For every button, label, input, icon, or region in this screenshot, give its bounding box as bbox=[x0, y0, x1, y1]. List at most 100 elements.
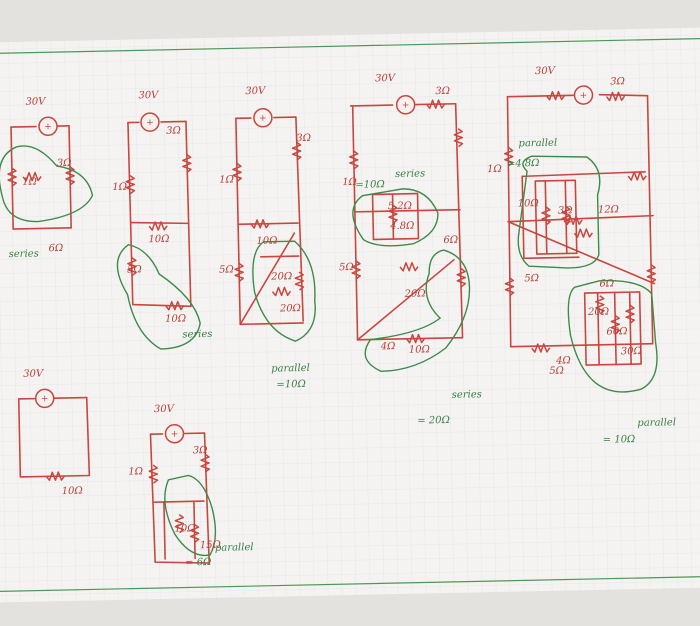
wire-50 bbox=[17, 396, 91, 478]
voltage-sources: +++++++ bbox=[34, 85, 594, 444]
label-c2-r10: 10Ω bbox=[409, 344, 430, 355]
label-c1-r30: 30Ω bbox=[621, 346, 642, 357]
source-plus-sign: + bbox=[171, 430, 179, 440]
label-c2-r4: 4Ω bbox=[380, 341, 396, 352]
resistor-2 bbox=[503, 147, 514, 167]
label-c7-source: 30V bbox=[23, 368, 45, 379]
label-c1-r4: 4Ω bbox=[555, 355, 571, 366]
label-c2-r3: 3Ω bbox=[435, 86, 450, 97]
wire-49 bbox=[52, 396, 88, 400]
resistor-18 bbox=[456, 268, 467, 288]
resistor-8 bbox=[627, 171, 647, 181]
voltage-source-6: + bbox=[34, 388, 55, 409]
wire-12 bbox=[583, 291, 642, 366]
wire-37 bbox=[10, 125, 37, 128]
wire-13 bbox=[596, 292, 600, 366]
labels: 30V 3Ω 1Ω 5Ω 5Ω 6Ω 3Ω 12Ω 20Ω 60Ω 30Ω 4Ω 10Ω parallel… bbox=[9, 66, 677, 569]
label-c1-r12: 12Ω bbox=[598, 204, 619, 215]
resistor-21 bbox=[388, 204, 398, 224]
label-c1-r3b: 3Ω bbox=[558, 205, 573, 216]
green-loop-7 bbox=[164, 474, 217, 557]
wire-9 bbox=[534, 179, 578, 255]
label-c2-r5: 5Ω bbox=[339, 262, 354, 273]
resistor-26 bbox=[271, 286, 292, 297]
wire-30 bbox=[239, 232, 296, 326]
source-plus-sign: + bbox=[146, 118, 154, 128]
label-c3-r20b: 20Ω bbox=[279, 303, 301, 314]
wire-31 bbox=[260, 255, 300, 258]
green-loop-3 bbox=[364, 249, 471, 373]
label-c1-r1: 1Ω bbox=[487, 164, 502, 175]
label-c5-source: 30V bbox=[25, 96, 47, 107]
resistor-36 bbox=[200, 453, 210, 473]
label-c1-par-b-val: = 10Ω bbox=[603, 434, 636, 446]
resistor-15 bbox=[348, 150, 359, 170]
wire-6 bbox=[507, 220, 656, 285]
label-c6-source: 30V bbox=[154, 404, 176, 415]
wire-7 bbox=[521, 170, 646, 178]
resistor-1 bbox=[605, 91, 626, 102]
label-c3-r5: 5Ω bbox=[219, 264, 234, 275]
label-c2-source: 30V bbox=[375, 73, 397, 84]
resistor-37 bbox=[148, 464, 159, 484]
wire-29 bbox=[237, 222, 299, 226]
label-c5-r1: 1Ω bbox=[22, 177, 37, 188]
label-c1-r5: 5Ω bbox=[524, 273, 539, 284]
label-c2-r6: 6Ω bbox=[443, 235, 458, 246]
label-c1-r10: 10Ω bbox=[518, 198, 539, 209]
label-c3-r10: 10Ω bbox=[256, 236, 277, 247]
green-loop-0 bbox=[517, 155, 601, 269]
resistor-28 bbox=[182, 153, 192, 173]
resistor-31 bbox=[127, 256, 137, 277]
top-margin-line bbox=[0, 37, 700, 55]
label-c1-r60: 60Ω bbox=[606, 326, 627, 337]
resistor-7 bbox=[531, 343, 551, 353]
label-c2-r48: 4.8Ω bbox=[389, 221, 414, 233]
voltage-source-1: + bbox=[395, 95, 416, 115]
resistor-6 bbox=[573, 228, 593, 238]
resistor-25 bbox=[234, 262, 244, 282]
label-c3-source: 30V bbox=[245, 86, 267, 97]
label-c2-r1: 1Ω bbox=[342, 177, 357, 188]
wire-18 bbox=[454, 102, 464, 339]
wire-5 bbox=[507, 214, 654, 223]
label-c2-series2-val: = 20Ω bbox=[417, 415, 450, 427]
label-c4-r10: 10Ω bbox=[148, 234, 169, 245]
green-loop-1 bbox=[567, 279, 658, 393]
source-plus-sign: + bbox=[580, 91, 588, 101]
voltage-source-2: + bbox=[253, 108, 273, 128]
green-loop-2 bbox=[352, 188, 439, 247]
label-c2-r20: 20Ω bbox=[404, 288, 426, 299]
resistor-10 bbox=[610, 314, 621, 335]
resistor-22 bbox=[291, 141, 302, 161]
label-c6-r15: 15Ω bbox=[200, 540, 221, 551]
resistor-35 bbox=[7, 167, 17, 187]
resistor-9 bbox=[595, 295, 605, 315]
resistor-14 bbox=[426, 99, 446, 110]
label-c4-r5: 5Ω bbox=[127, 264, 142, 275]
resistor-34 bbox=[22, 171, 42, 182]
resistor-24 bbox=[250, 219, 270, 229]
resistor-20 bbox=[405, 333, 426, 344]
label-c3-par: parallel bbox=[271, 363, 310, 375]
resistor-32 bbox=[165, 300, 185, 311]
source-circle bbox=[140, 112, 160, 132]
green-loop-5 bbox=[116, 243, 201, 350]
label-c3-r3: 3Ω bbox=[296, 133, 311, 144]
resistor-11 bbox=[625, 304, 635, 324]
resistor-39 bbox=[189, 523, 200, 543]
source-circle bbox=[34, 388, 55, 409]
green-annotations bbox=[0, 145, 658, 557]
wire-15 bbox=[628, 291, 632, 365]
label-c2-r52: 5.2Ω bbox=[388, 201, 412, 213]
label-c2-series2: series bbox=[452, 389, 482, 401]
label-c4-r10b: 10Ω bbox=[165, 313, 186, 324]
resistor-17 bbox=[453, 128, 464, 148]
resistor-16 bbox=[351, 260, 361, 280]
source-plus-sign: + bbox=[41, 394, 49, 404]
resistor-33 bbox=[65, 166, 75, 186]
label-c1-r3: 3Ω bbox=[610, 76, 625, 87]
voltage-source-0: + bbox=[573, 85, 594, 105]
resistor-27 bbox=[294, 271, 305, 291]
